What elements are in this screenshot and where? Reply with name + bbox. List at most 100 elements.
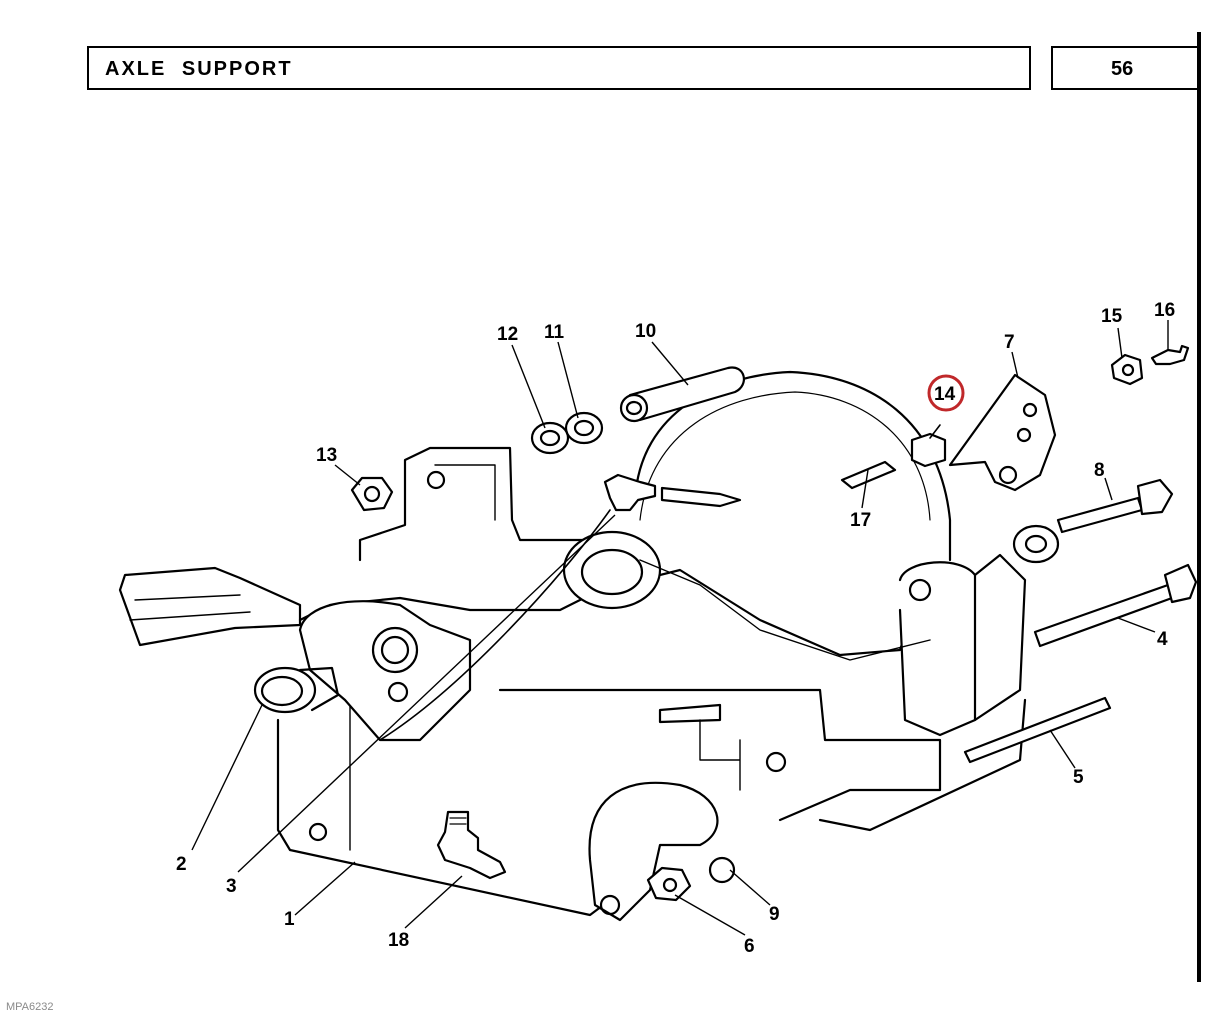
washer-11-bore [573,419,595,437]
part-14-stud [929,424,941,439]
callout-10: 10 [635,321,656,342]
rear-bracket-hole [426,470,446,490]
part-14 [910,432,947,468]
leader-7 [1011,351,1019,379]
leader-12 [511,344,546,429]
bushing-2-inner [260,675,304,707]
page-number-box: 56 [1051,46,1197,90]
page-number: 56 [1111,58,1134,80]
stud-5 [963,696,1112,764]
leader-6 [674,894,746,936]
leader-17 [861,469,869,509]
pivot-ring-outer [562,530,662,610]
bolt-4-head [1163,563,1198,604]
nut-15 [1110,353,1144,386]
callout-9: 9 [769,904,780,925]
bolt-8-washer [1012,524,1060,564]
callout-12: 12 [497,324,518,345]
leader-lines [191,320,1169,936]
part-17 [840,460,897,490]
lower-body-step [699,719,741,791]
leader-15 [1117,327,1123,359]
bushing-2-body [298,666,340,712]
pin-10-bore [625,400,643,416]
callout-8: 8 [1094,460,1105,481]
callout-14-highlight-ring [927,374,965,412]
page-title: AXLE SUPPORT [105,58,293,80]
pivot-ring-inner [580,548,644,596]
front-plate-boss-inner [380,635,410,665]
lower-front-hole [308,822,328,842]
leader-2 [191,704,263,851]
front-plate-hole [387,681,409,703]
nut-13 [350,476,394,512]
front-arm-edges [129,594,251,621]
leader-5 [1049,729,1076,769]
lower-clevis-hole [599,894,621,916]
washer-11 [564,411,604,445]
callout-14: 14 [934,384,956,405]
leader-9 [729,869,771,906]
rear-pivot-side [973,553,1027,722]
bolt-8-shank [1056,496,1144,534]
leader-3 [237,514,616,873]
callout-7: 7 [1004,332,1015,353]
housing-ring-inner [639,391,931,521]
lower-body-top [498,688,942,822]
lower-body-hole [765,751,787,773]
pipe-connector [660,486,742,508]
front-arm [118,566,302,647]
washer-12 [530,421,570,455]
callout-18: 18 [388,930,409,951]
nut-15-bore [1121,363,1135,377]
callout-1: 1 [284,909,295,930]
fitting-16 [1150,344,1190,366]
callout-3: 3 [226,876,237,897]
bolt-4-shank [1033,583,1174,648]
nut-6 [646,866,692,902]
rear-clevis-hole [708,856,736,884]
front-plate-boss-outer [371,626,419,674]
leader-1 [294,861,356,916]
leader-8 [1104,477,1113,501]
right-border-rule [1197,32,1201,982]
leader-4 [1117,617,1156,633]
rear-pivot-block [898,561,977,737]
rear-upper-bracket [358,446,622,562]
grease-fitting-thread [449,817,467,825]
nut-13-bore [363,485,381,503]
leader-13 [334,464,361,486]
rear-pivot-hole [908,578,932,602]
lower-clevis [588,781,719,922]
leader-18 [404,875,463,929]
callout-2: 2 [176,854,187,875]
callout-4: 4 [1157,629,1168,650]
callout-17: 17 [850,510,871,531]
bolt-8-head [1136,478,1174,516]
pipe-line-2 [639,559,931,661]
pin-10-end [619,393,649,423]
callout-13: 13 [316,445,337,466]
pin-10 [628,366,745,422]
callout-6: 6 [744,936,755,957]
grease-fitting-18 [436,810,507,880]
footer-code: MPA6232 [6,1001,54,1013]
callout-5: 5 [1073,767,1084,788]
callout-15: 15 [1101,306,1123,327]
bracket-7-hole-2 [1016,427,1032,443]
leader-11 [557,341,579,419]
bracket-7 [948,373,1057,492]
bracket-7-hole-1 [1022,402,1038,418]
bolt-8-washer-bore [1024,534,1048,554]
nut-6-bore [662,877,678,893]
callout-11: 11 [544,322,565,343]
lower-body-slot [658,703,722,724]
washer-12-bore [539,429,561,447]
callout-16: 16 [1154,300,1175,321]
elbow-fitting [603,473,657,512]
title-box: AXLE SUPPORT [87,46,1031,90]
leader-10 [651,341,689,386]
bracket-7-hole-3 [998,465,1018,485]
rear-bracket-face [434,464,496,521]
